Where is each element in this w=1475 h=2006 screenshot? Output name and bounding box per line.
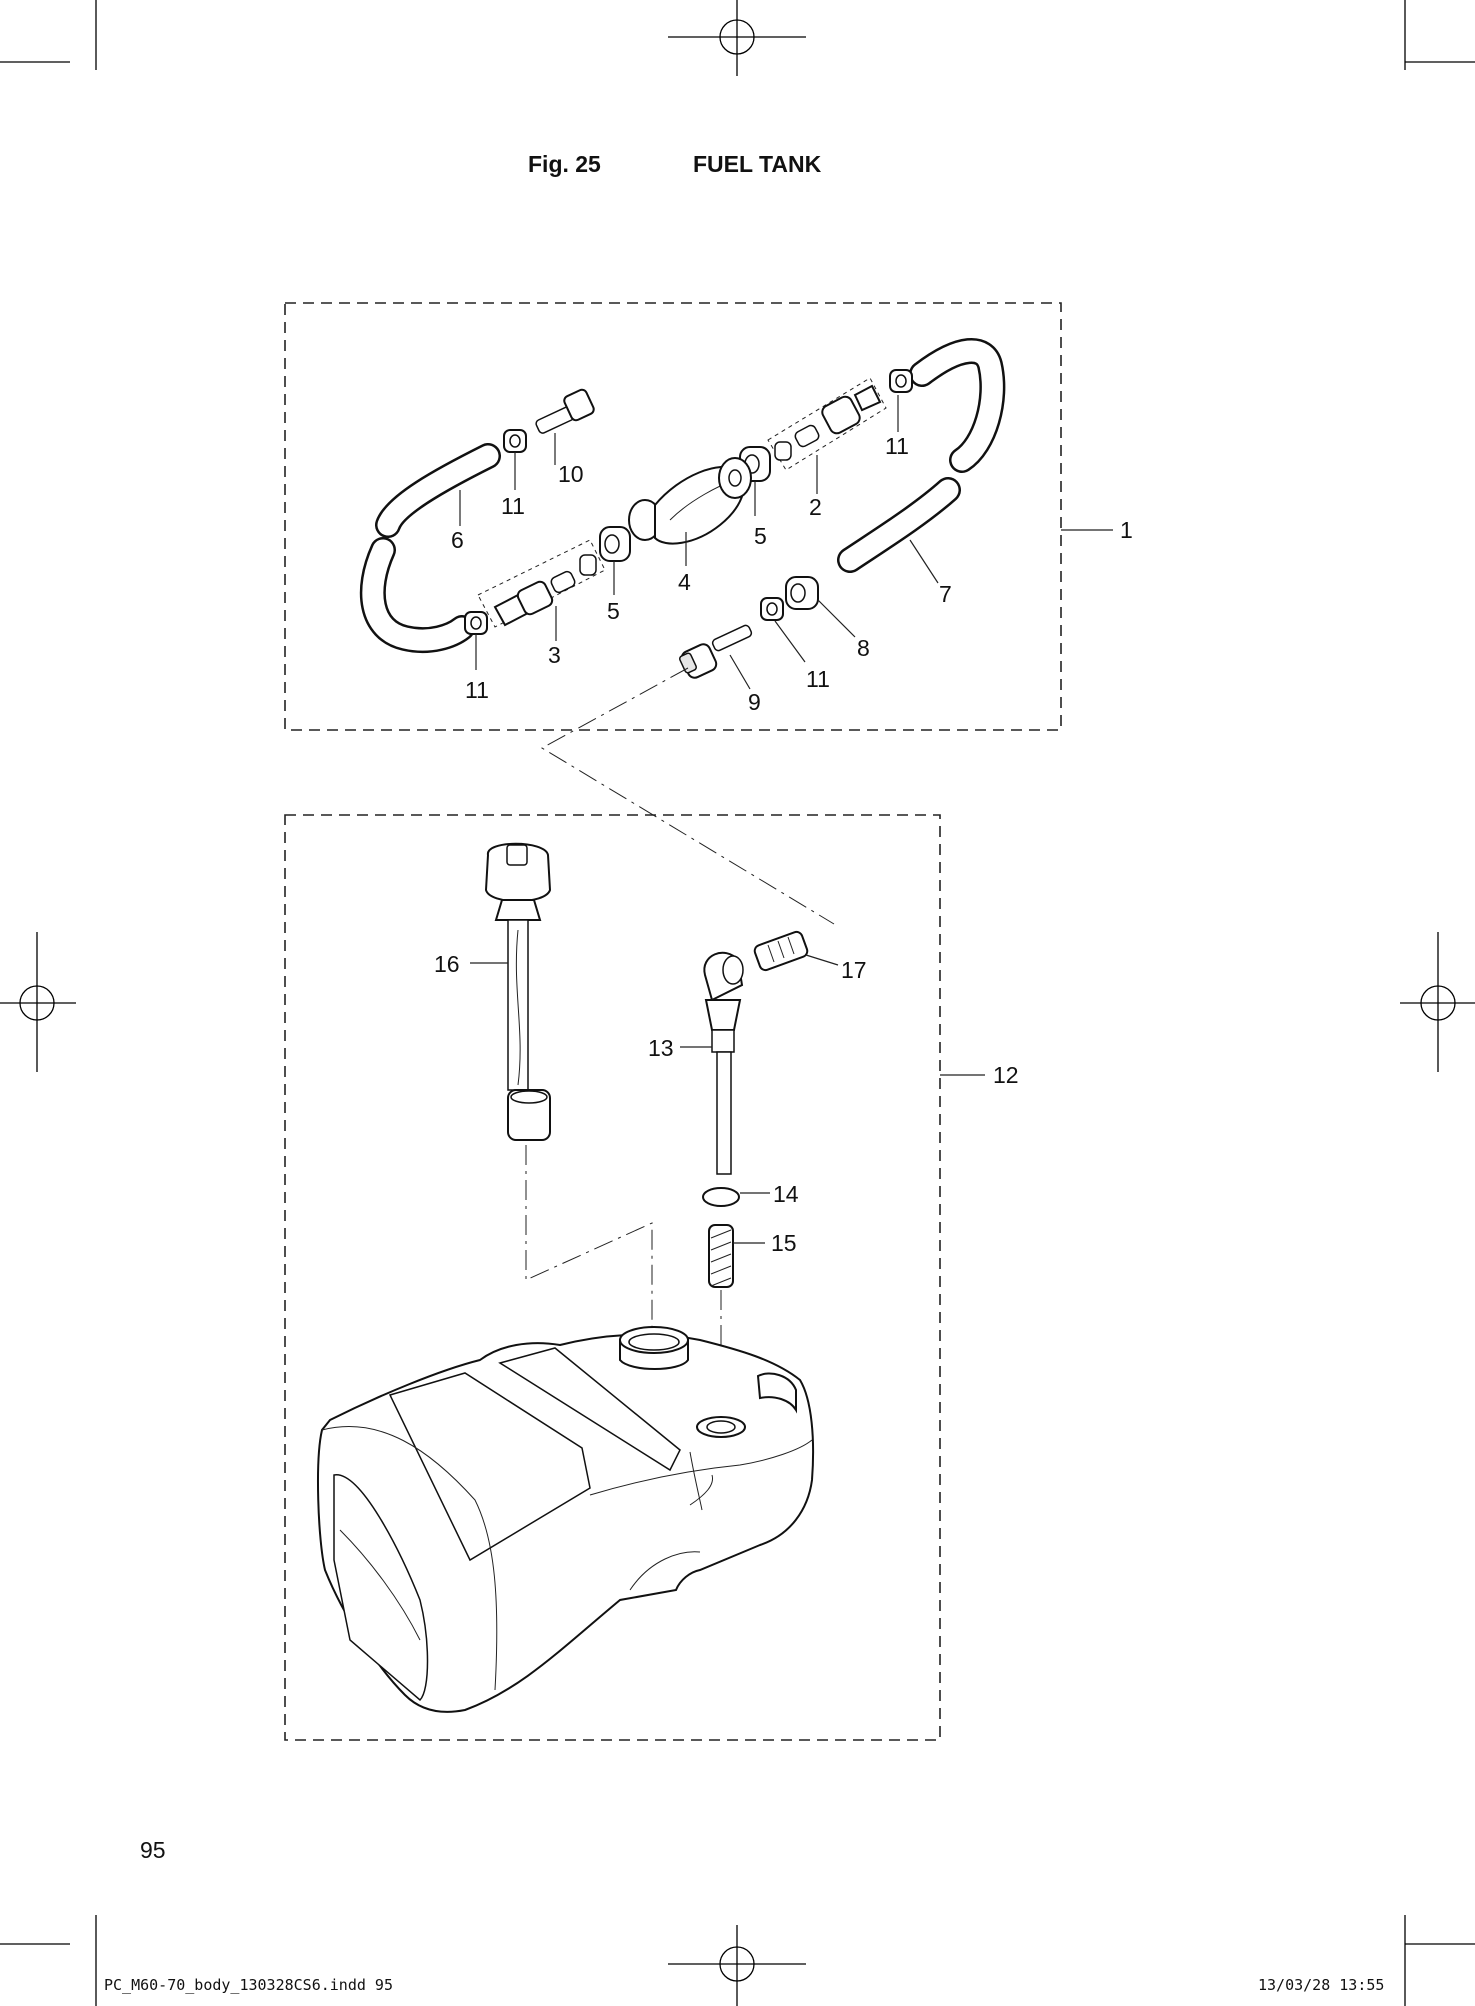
- callout-11-upper-right: 11: [885, 433, 909, 459]
- registration-target-right: [1400, 932, 1475, 1072]
- fitting-part-17: [753, 930, 809, 972]
- callout-9: 9: [748, 689, 761, 715]
- callout-7: 7: [939, 581, 952, 607]
- callout-11-lower-right: 11: [806, 666, 830, 692]
- fuel-tank-body: [317, 1326, 815, 1713]
- callout-11-upper-left: 11: [501, 493, 525, 519]
- registration-target-top: [668, 0, 806, 76]
- callout-14: 14: [773, 1181, 799, 1207]
- primer-bulb-part-4: [628, 457, 752, 545]
- leader-lines: [459, 395, 1113, 1244]
- callout-12: 12: [993, 1062, 1019, 1088]
- callout-6: 6: [451, 527, 464, 553]
- registration-target-left: [0, 932, 76, 1072]
- callout-13: 13: [648, 1035, 674, 1061]
- callout-17: 17: [841, 957, 867, 983]
- registration-target-bottom: [668, 1925, 806, 2006]
- page-number: 95: [140, 1837, 166, 1863]
- callout-5-left: 5: [607, 598, 620, 624]
- fitting-part-8: [785, 576, 819, 610]
- filter-part-15: [708, 1224, 734, 1288]
- callout-16: 16: [434, 951, 460, 977]
- callout-11-lower-left: 11: [465, 677, 489, 703]
- hose-part-7: [837, 338, 1006, 573]
- clamp-part-11-upper-right: [889, 369, 913, 393]
- callout-8: 8: [857, 635, 870, 661]
- footer-timestamp: 13/03/28 13:55: [1258, 1976, 1384, 1994]
- callout-15: 15: [771, 1230, 797, 1256]
- callout-5-right: 5: [754, 523, 767, 549]
- pickup-tube-part-13: [703, 951, 744, 1175]
- fuel-gauge-part-16: [484, 842, 552, 1141]
- clamp-part-11-lower-left: [464, 611, 488, 635]
- figure-title: FUEL TANK: [693, 151, 822, 177]
- connector-part-3: [477, 539, 606, 628]
- alignment-lines: [525, 667, 835, 1410]
- clamp-part-11-lower-right: [760, 597, 784, 621]
- o-ring-part-14: [702, 1187, 740, 1207]
- callout-labels: 1 2 3 4 5 5 6 7 8 9 10 11 11 11 11 12 13…: [434, 433, 1133, 1256]
- callout-2: 2: [809, 494, 822, 520]
- callout-10: 10: [558, 461, 584, 487]
- joint-part-5-left: [599, 526, 631, 562]
- connector-part-9: [678, 624, 753, 679]
- hose-part-6: [359, 443, 501, 654]
- clamp-part-11-upper-left: [503, 429, 527, 453]
- connector-part-2: [767, 377, 887, 471]
- callout-3: 3: [548, 642, 561, 668]
- connector-part-10: [535, 388, 595, 434]
- footer-file-info: PC_M60-70_body_130328CS6.indd 95: [104, 1976, 393, 1994]
- fuel-tank-assembly-box: [284, 814, 941, 1741]
- callout-4: 4: [678, 569, 691, 595]
- callout-1: 1: [1120, 517, 1133, 543]
- figure-number: Fig. 25: [528, 151, 601, 177]
- fuel-line-assembly-box: [284, 302, 1062, 731]
